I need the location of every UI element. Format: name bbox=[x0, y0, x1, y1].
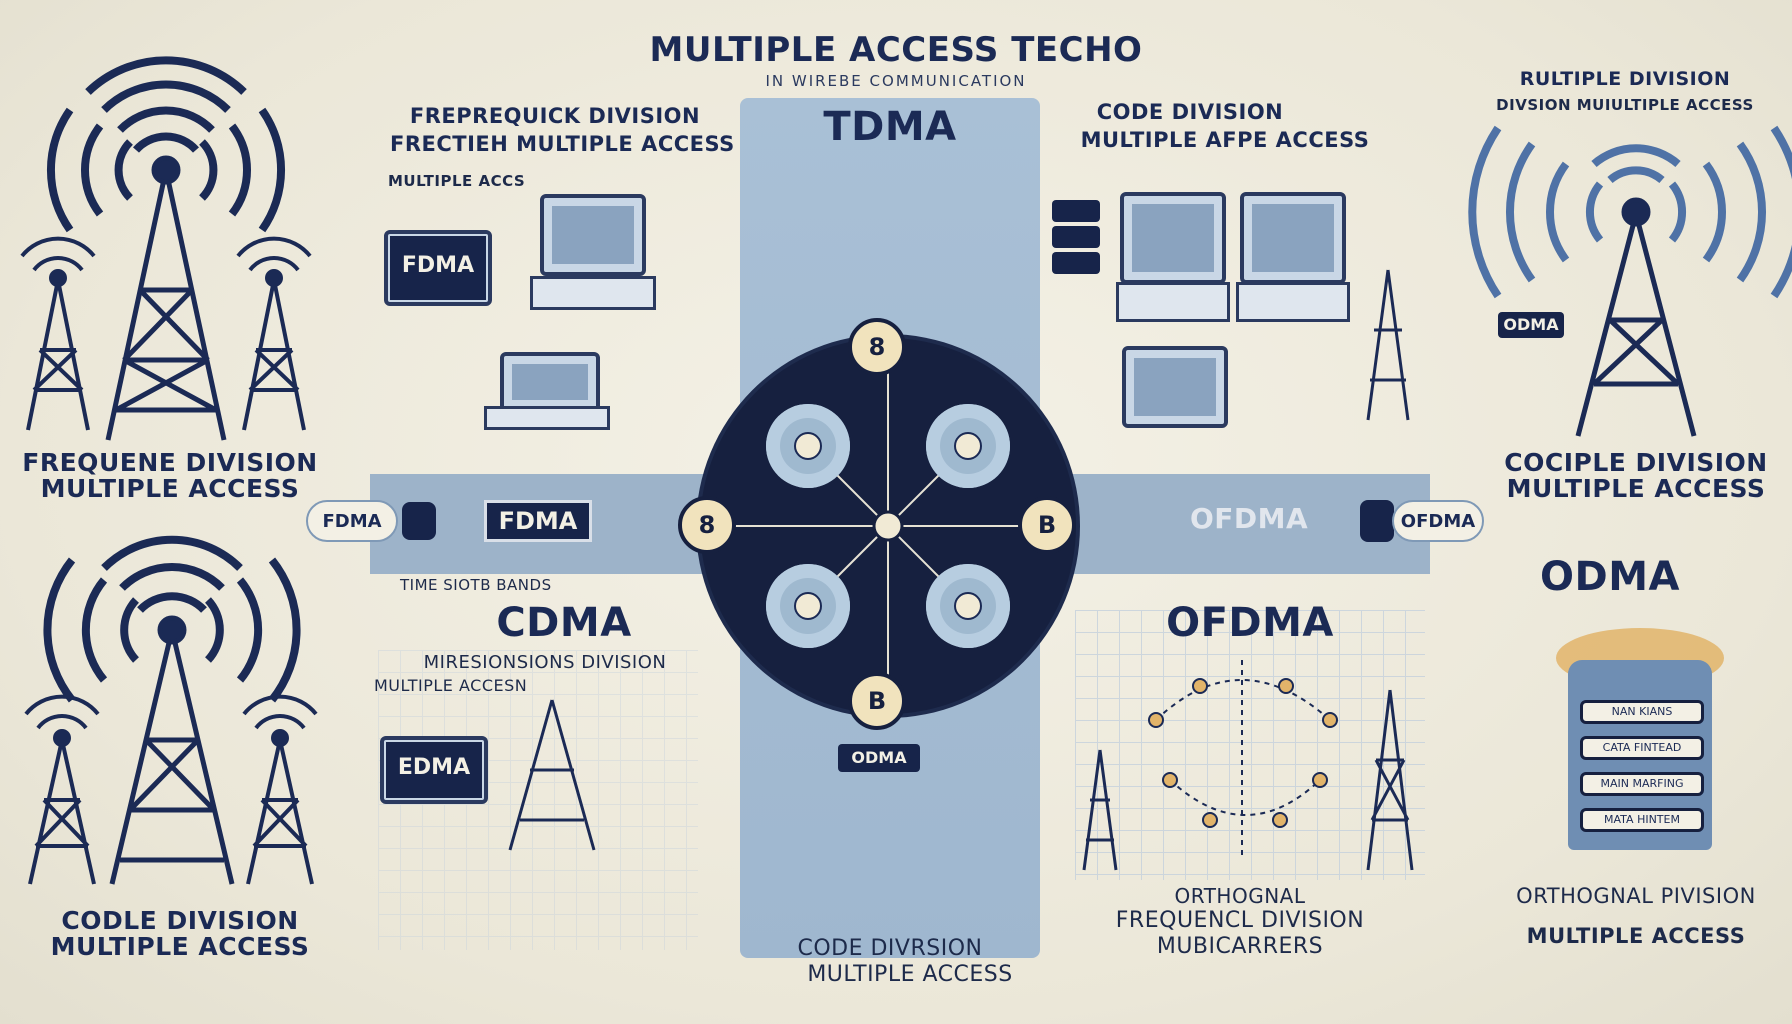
lock-icon bbox=[402, 502, 436, 540]
hub-number-right[interactable]: B bbox=[1018, 496, 1076, 554]
edma-monitor: EDMA bbox=[380, 736, 488, 804]
hub-number-top[interactable]: 8 bbox=[848, 318, 906, 376]
cdma-chip-2 bbox=[1052, 226, 1100, 248]
left-top-caption-line2: MULTIPLE ACCESS bbox=[40, 474, 300, 503]
cdma-monitor-3 bbox=[1122, 346, 1228, 428]
fdma-heading-line2: FRECTIEH MULTIPLE ACCESS bbox=[390, 132, 735, 156]
tower-icon bbox=[46, 56, 286, 441]
laptop-keyboard bbox=[530, 276, 656, 310]
tdma-bottom-caption-line2: MULTIPLE ACCESS bbox=[807, 962, 1013, 987]
signal-waves-icon bbox=[1468, 125, 1792, 299]
cdma-keyboard-2 bbox=[1236, 282, 1350, 322]
cdma-sub-line1: MIRESIONSIONS DIVISION bbox=[423, 652, 667, 673]
far-right-heading-line1: RULTIPLE DIVISION bbox=[1519, 68, 1731, 90]
hub-node[interactable] bbox=[926, 564, 1010, 648]
hub-node[interactable] bbox=[766, 404, 850, 488]
tower-icon bbox=[508, 269, 1414, 871]
tower-icon bbox=[1575, 197, 1697, 437]
left-top-caption-line1: FREQUENE DIVISION bbox=[22, 448, 318, 477]
ofdma-grid bbox=[1075, 610, 1425, 880]
cdma-top-heading-line1: CODE DIVISION bbox=[1096, 100, 1284, 124]
cdma-chip-3 bbox=[1052, 252, 1100, 274]
left-bottom-caption-line2: MULTIPLE ACCESS bbox=[50, 932, 310, 961]
stack-row: NAN KIANS bbox=[1580, 700, 1704, 724]
cdma-keyboard-1 bbox=[1116, 282, 1230, 322]
far-right-heading-line2: DIVSION MUIULTIPLE ACCESS bbox=[1496, 96, 1754, 114]
left-bottom-caption-line1: CODLE DIVISION bbox=[61, 906, 299, 935]
cdma-monitor-1 bbox=[1120, 192, 1226, 284]
hub-node[interactable] bbox=[926, 404, 1010, 488]
stack-row: MAIN MARFING bbox=[1580, 772, 1704, 796]
ofdma-heading: OFDMA bbox=[1166, 600, 1334, 646]
odma-stack: NAN KIANS CATA FINTEAD MAIN MARFING MATA… bbox=[1568, 660, 1712, 850]
tower-icon bbox=[20, 236, 312, 431]
fdma-subheading: MULTIPLE ACCS bbox=[388, 172, 526, 190]
stack-row: CATA FINTEAD bbox=[1580, 736, 1704, 760]
fdma-bar-label: FDMA bbox=[484, 500, 592, 542]
right-caption-line1: COCIPLE DIVISION bbox=[1504, 448, 1768, 477]
ofdma-caption-line1: ORTHOGNAL bbox=[1174, 884, 1306, 908]
fdma-pill[interactable]: FDMA bbox=[306, 500, 398, 542]
ofdma-network-diagram bbox=[1155, 660, 1331, 860]
fdma-monitor: FDMA bbox=[384, 230, 492, 306]
cdma-monitor-2 bbox=[1240, 192, 1346, 284]
laptop-2-screen bbox=[500, 352, 600, 412]
odma-heading: ODMA bbox=[1540, 554, 1680, 600]
time-slot-bands-label: TIME SIOTB BANDS bbox=[400, 576, 552, 594]
page-title: MULTIPLE ACCESS TECHO bbox=[649, 30, 1143, 70]
tdma-bottom-caption-line1: CODE DIVRSION bbox=[797, 936, 983, 961]
laptop-screen bbox=[540, 194, 646, 276]
ofdma-node-dots bbox=[1148, 678, 1338, 828]
ofdma-pill[interactable]: OFDMA bbox=[1392, 500, 1484, 542]
lock-icon bbox=[1360, 500, 1394, 542]
fdma-heading-line1: FREPREQUICK DIVISION bbox=[409, 104, 701, 128]
ofdma-caption-line2: FREQUENCL DIVISION bbox=[1115, 908, 1365, 933]
laptop-2-keyboard bbox=[484, 406, 610, 430]
ofdma-caption-line3: MUBICARRERS bbox=[1156, 934, 1324, 959]
tdma-heading: TDMA bbox=[823, 104, 957, 150]
edma-monitor-label: EDMA bbox=[386, 742, 482, 798]
cdma-top-heading-line2: MULTIPLE AFPE ACCESS bbox=[1080, 128, 1370, 152]
ofdma-bar-label: OFDMA bbox=[1190, 502, 1309, 535]
cdma-heading: CDMA bbox=[496, 600, 632, 646]
hub-number-left[interactable]: 8 bbox=[678, 496, 736, 554]
hub-number-bottom[interactable]: B bbox=[848, 672, 906, 730]
page-subtitle: IN WIREBE COMMUNICATION bbox=[765, 72, 1027, 90]
cdma-sub-line2: MULTIPLE ACCESN bbox=[374, 676, 528, 695]
cdma-chip-1 bbox=[1052, 200, 1100, 222]
odma-caption-line1: ORTHOGNAL PIVISION bbox=[1516, 884, 1756, 908]
tower-icon bbox=[24, 694, 318, 885]
hub-node[interactable] bbox=[766, 564, 850, 648]
right-caption-line2: MULTIPLE ACCESS bbox=[1506, 474, 1766, 503]
stack-row: MATA HINTEM bbox=[1580, 808, 1704, 832]
odma-small-badge: ODMA bbox=[1498, 312, 1564, 338]
tower-icon bbox=[43, 535, 301, 885]
odma-badge: ODMA bbox=[838, 744, 920, 772]
odma-caption-line2: MULTIPLE ACCESS bbox=[1526, 924, 1746, 948]
fdma-monitor-label: FDMA bbox=[390, 236, 486, 300]
